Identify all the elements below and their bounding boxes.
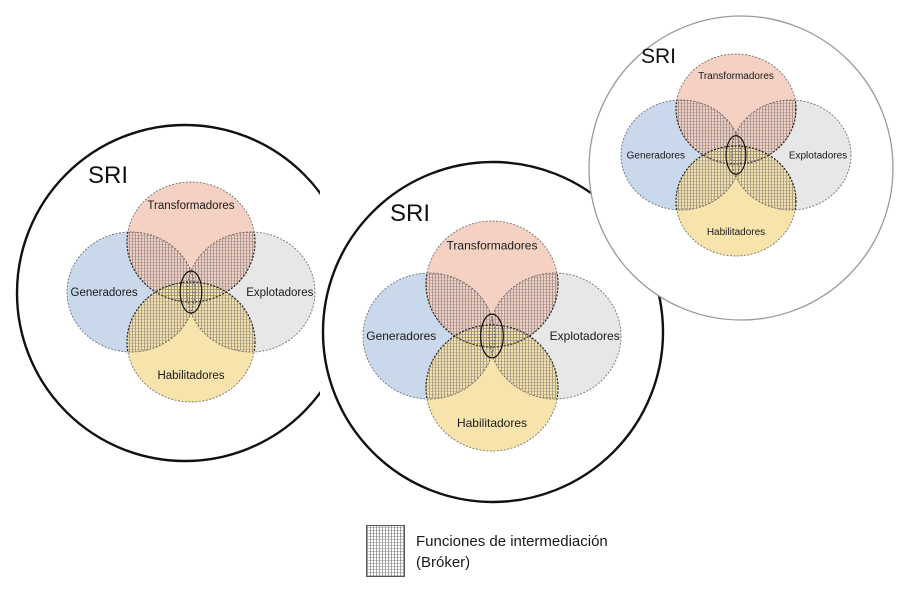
legend-line-1: Funciones de intermediación <box>416 533 608 550</box>
label-top: Transformadores <box>147 200 234 212</box>
label-left: Generadores <box>71 287 138 299</box>
legend-text: Funciones de intermediación (Bróker) <box>416 531 608 573</box>
label-left: Generadores <box>366 329 436 343</box>
label-bottom: Habilitadores <box>457 416 527 430</box>
sri-title: SRI <box>88 162 128 189</box>
legend: Funciones de intermediación (Bróker) <box>366 525 696 585</box>
label-right: Explotadores <box>550 329 620 343</box>
center-core <box>725 135 747 175</box>
label-bottom: Habilitadores <box>157 370 224 382</box>
label-top: Transformadores <box>698 71 774 82</box>
center-core <box>179 270 203 314</box>
sri-title: SRI <box>641 45 676 68</box>
legend-line-2: (Bróker) <box>416 554 471 571</box>
broker-hatch-swatch <box>366 525 405 577</box>
center-core <box>480 313 504 359</box>
label-right: Explotadores <box>246 287 313 299</box>
label-bottom: Habilitadores <box>707 227 765 238</box>
label-left: Generadores <box>627 151 685 162</box>
sri-title: SRI <box>390 200 430 227</box>
label-right: Explotadores <box>789 151 847 162</box>
label-top: Transformadores <box>447 238 538 252</box>
